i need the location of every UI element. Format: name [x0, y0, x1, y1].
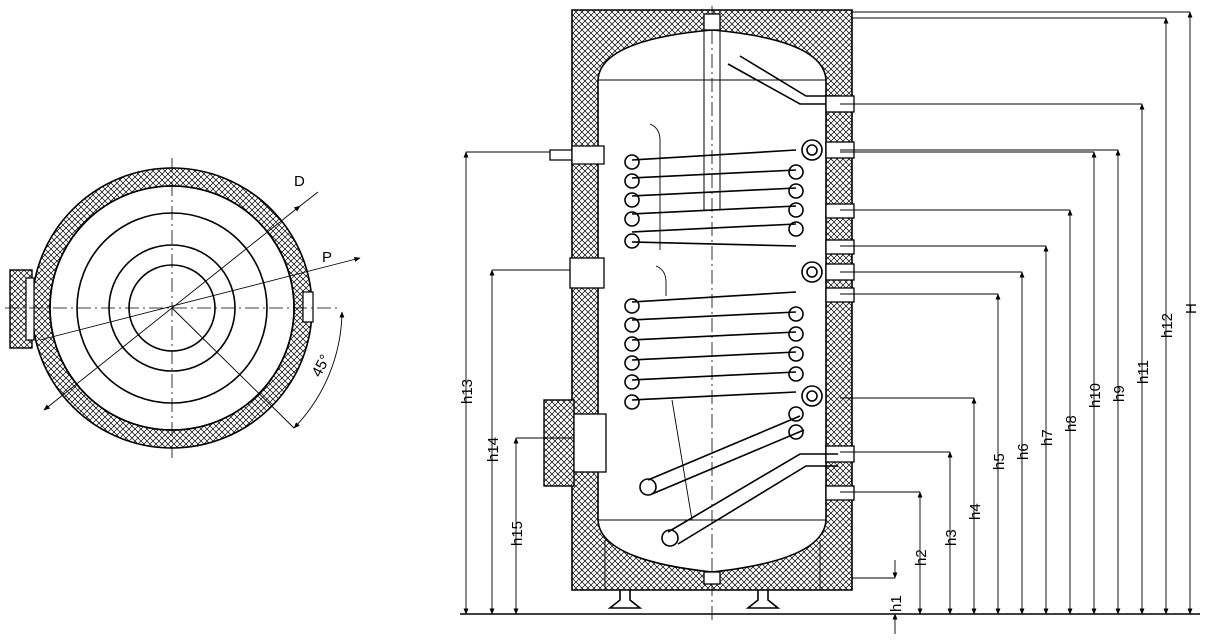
label-h13: h13 [459, 379, 476, 404]
flange [543, 399, 575, 487]
front-view: H h12 h11 h9 h10 h8 h7 h6 h5 h4 h3 h2 h1… [459, 6, 1200, 634]
label-h7: h7 [1039, 429, 1056, 446]
thermometer-port [549, 149, 573, 161]
dimension-lines [463, 11, 1193, 634]
foot-left [607, 590, 643, 609]
label-h5: h5 [991, 453, 1008, 470]
label-h10: h10 [1087, 383, 1104, 408]
label-h2: h2 [913, 549, 930, 566]
label-h8: h8 [1063, 415, 1080, 432]
lower-coil [624, 261, 838, 547]
label-h9: h9 [1111, 385, 1128, 402]
upper-coil [624, 123, 823, 250]
angle-45-arc [293, 311, 345, 429]
label-h4: h4 [967, 503, 984, 520]
label-h12: h12 [1159, 313, 1176, 338]
label-h11: h11 [1135, 360, 1152, 384]
label-h6: h6 [1015, 443, 1032, 460]
label-H: H [1183, 303, 1200, 314]
label-angle: 45° [309, 352, 335, 380]
label-h3: h3 [943, 529, 960, 546]
label-h15: h15 [509, 521, 526, 546]
label-D: D [294, 173, 305, 190]
side-port [569, 257, 605, 289]
dimension-P [39, 256, 361, 341]
label-h1: h1 [888, 595, 905, 612]
top-view-port [302, 291, 314, 323]
foot-right [745, 590, 781, 609]
hot-water-pipe [727, 63, 838, 105]
dimension-labels: H h12 h11 h9 h10 h8 h7 h6 h5 h4 h3 h2 h1… [459, 303, 1200, 612]
label-h14: h14 [485, 437, 502, 462]
label-P: P [322, 249, 332, 266]
top-view: D P 45° [5, 158, 361, 458]
